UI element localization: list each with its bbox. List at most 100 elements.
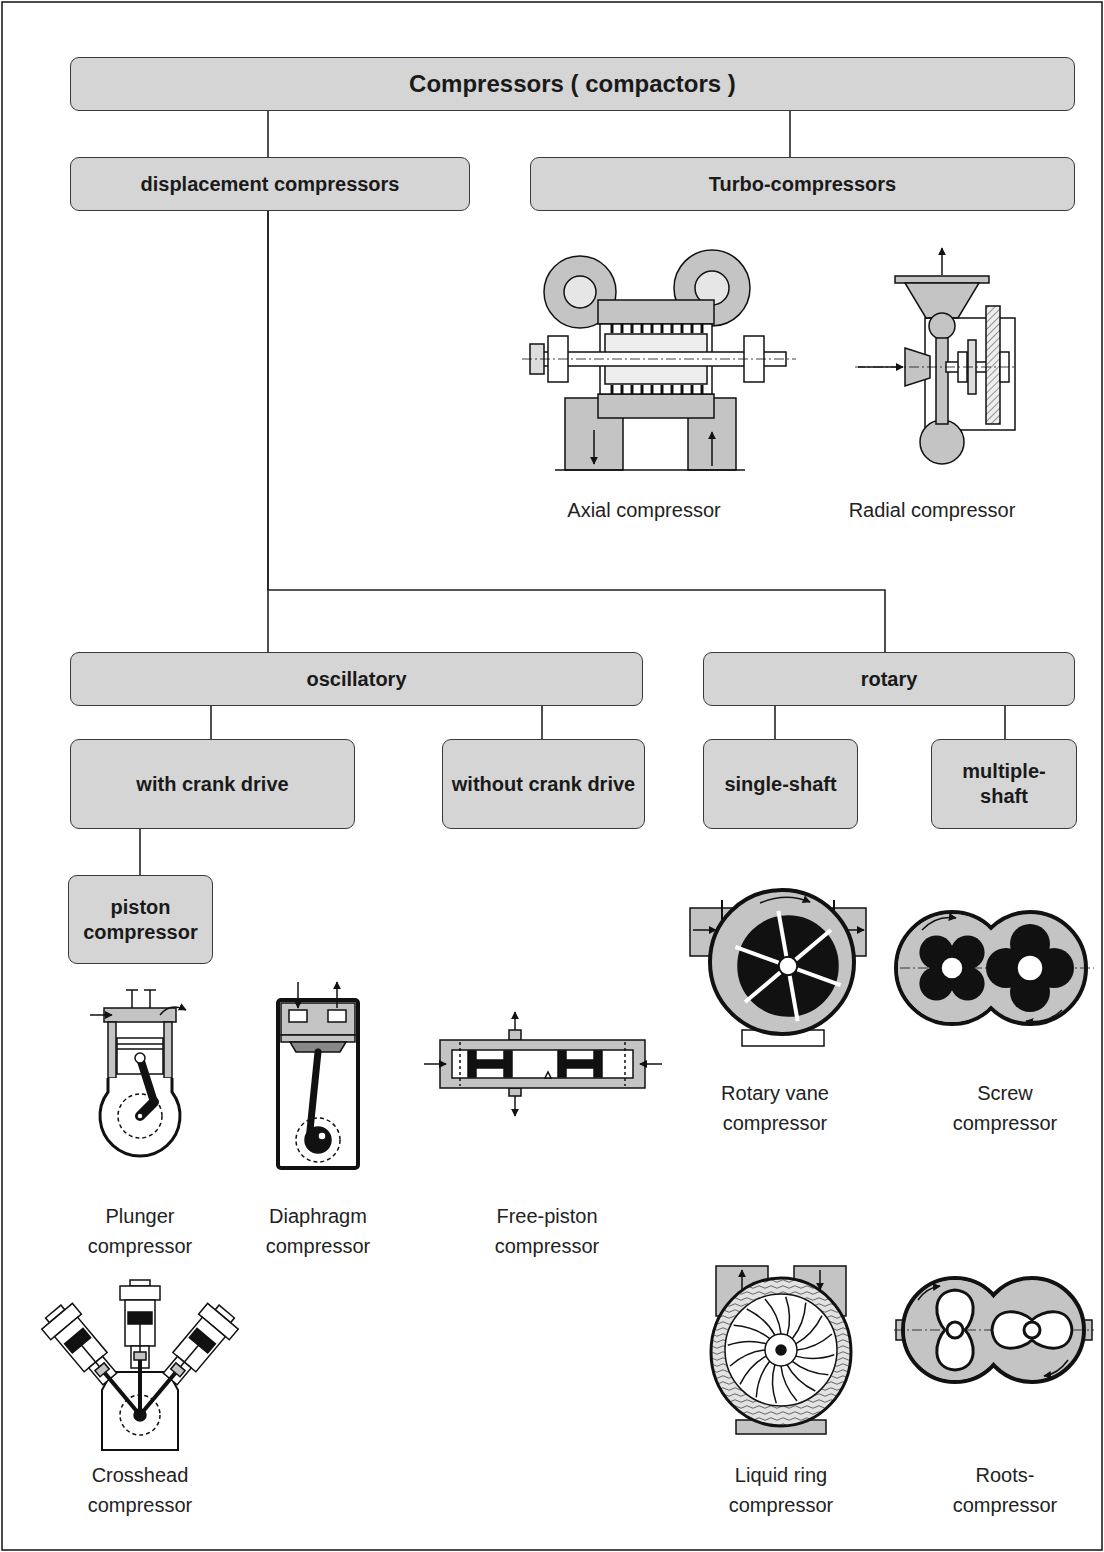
roots-compressor-figure <box>918 1286 940 1300</box>
crosshead-compressor-figure <box>189 1328 215 1353</box>
free-piston-compressor-figure <box>509 1088 521 1096</box>
liquid-ring-compressor-figure <box>781 1303 817 1339</box>
axial-compressor-figure <box>612 324 702 333</box>
component-label: Rotary vane compressor <box>700 1078 850 1138</box>
rotary-vane-compressor-figure <box>693 929 716 931</box>
liquid-ring-compressor-figure <box>734 1356 772 1384</box>
component-label: Plunger compressor <box>75 1201 205 1261</box>
liquid-ring-compressor-figure <box>787 1359 815 1397</box>
diaphragm-compressor-figure <box>297 982 299 1008</box>
radial-compressor-figure <box>855 367 1016 368</box>
liquid-ring-compressor-figure <box>711 1278 851 1426</box>
connector-line <box>774 706 776 739</box>
liquid-ring-compressor-figure <box>792 1350 828 1386</box>
diaphragm-compressor-figure <box>318 1132 326 1140</box>
plunger-compressor-figure <box>126 989 138 991</box>
free-piston-compressor-figure <box>468 1051 512 1077</box>
root-box: Compressors ( compactors ) <box>70 57 1075 111</box>
component-label: Screw compressor <box>940 1078 1070 1138</box>
crosshead-compressor-figure <box>143 1373 175 1411</box>
radial-compressor-figure <box>920 420 964 464</box>
liquid-ring-compressor-figure <box>747 1303 775 1341</box>
plunger-compressor-figure <box>131 990 133 1010</box>
crosshead-compressor-figure <box>82 1345 103 1370</box>
plunger-compressor-figure <box>135 1053 145 1063</box>
screw-compressor-figure <box>922 918 956 931</box>
roots-compressor-figure <box>980 1278 1084 1382</box>
crosshead-compressor-figure <box>128 1299 242 1424</box>
rotary-vane-compressor-figure <box>778 911 786 956</box>
component-label: Free-piston compressor <box>472 1201 622 1261</box>
rotary-vane-compressor-figure <box>735 947 778 963</box>
axial-compressor-figure <box>598 394 714 418</box>
category-box: multiple-shaft <box>931 739 1077 829</box>
connector-line <box>268 211 885 652</box>
axial-compressor-figure <box>593 430 595 464</box>
screw-compressor-figure <box>941 957 963 979</box>
liquid-ring-compressor-figure <box>819 1270 821 1290</box>
crosshead-compressor-figure <box>134 1409 146 1421</box>
screw-compressor-figure <box>919 924 1074 1012</box>
radial-compressor-figure <box>855 248 1016 464</box>
box-text: rotary <box>861 667 918 692</box>
diaphragm-compressor-figure <box>281 1035 355 1042</box>
box-text: multiple-shaft <box>940 759 1068 809</box>
plunger-compressor-figure <box>90 990 186 1156</box>
axial-compressor-figure <box>598 300 714 324</box>
box-text: with crank drive <box>136 772 288 797</box>
liquid-ring-compressor-figure <box>728 1297 834 1403</box>
diaphragm-compressor-figure <box>305 1127 331 1153</box>
liquid-ring-compressor-figure <box>772 1297 800 1335</box>
crosshead-compressor-figure <box>134 1352 146 1360</box>
rotary-vane-compressor-figure <box>760 897 810 903</box>
free-piston-compressor-figure <box>452 1050 633 1078</box>
liquid-ring-compressor-figure <box>796 1341 834 1369</box>
liquid-ring-compressor-figure <box>761 1365 789 1403</box>
free-piston-compressor-figure <box>514 1096 516 1116</box>
liquid-ring-compressor-figure <box>734 1314 770 1350</box>
category-box: oscillatory <box>70 652 643 706</box>
axial-compressor-figure <box>522 359 796 360</box>
free-piston-compressor-figure <box>624 1042 626 1086</box>
radial-compressor-figure <box>936 338 948 424</box>
free-piston-compressor-figure <box>558 1051 602 1077</box>
crosshead-compressor-figure <box>139 1324 141 1356</box>
free-piston-compressor-figure <box>459 1042 461 1086</box>
plunger-compressor-figure <box>108 1022 116 1078</box>
component-label: Roots-compressor <box>945 1460 1065 1520</box>
category-box: rotary <box>703 652 1075 706</box>
liquid-ring-compressor-figure <box>711 1266 851 1434</box>
radial-compressor-figure <box>895 276 989 283</box>
plunger-compressor-figure <box>144 989 156 991</box>
crosshead-compressor-figure <box>128 1312 152 1324</box>
component-label: Crosshead compressor <box>70 1460 210 1520</box>
crosshead-compressor-figure <box>120 1286 160 1300</box>
crosshead-compressor-figure <box>120 1280 160 1410</box>
category-box: Turbo-compressors <box>530 157 1075 211</box>
liquid-ring-compressor-figure <box>741 1270 743 1290</box>
free-piston-compressor-figure <box>424 1012 662 1116</box>
free-piston-compressor-figure <box>509 1030 521 1040</box>
component-label: Liquid ring compressor <box>711 1460 851 1520</box>
diaphragm-compressor-figure <box>296 1118 340 1162</box>
plunger-compressor-figure <box>118 1094 162 1138</box>
axial-compressor-figure <box>564 276 596 308</box>
connector-line <box>541 706 543 739</box>
roots-compressor-figure <box>894 1278 1094 1382</box>
roots-compressor-figure <box>937 1290 973 1370</box>
roots-compressor-figure <box>947 1322 963 1338</box>
plunger-compressor-figure <box>149 990 151 1010</box>
crosshead-compressor-figure <box>130 1280 150 1286</box>
diaphragm-compressor-figure <box>278 1000 358 1168</box>
free-piston-compressor-figure <box>440 1040 645 1088</box>
roots-compressor-figure <box>1024 1322 1040 1338</box>
screw-compressor-figure <box>1017 955 1043 981</box>
box-text: Turbo-compressors <box>709 172 896 197</box>
liquid-ring-compressor-figure <box>776 1345 786 1355</box>
free-piston-compressor-figure <box>640 1063 662 1065</box>
crosshead-compressor-figure <box>178 1345 199 1370</box>
axial-compressor-figure <box>555 469 745 471</box>
